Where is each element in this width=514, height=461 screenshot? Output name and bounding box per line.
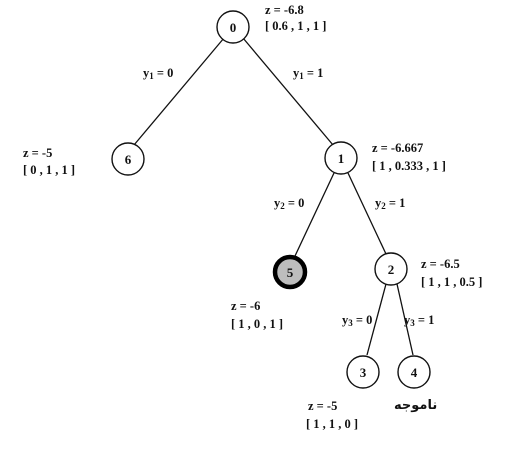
- edge-0-1: [242, 37, 334, 146]
- node-circle: [397, 355, 431, 389]
- node-5-solution: [ 1 , 0 , 1 ]: [231, 317, 284, 331]
- tree-node-1: 1: [324, 141, 358, 175]
- edge-var: y: [293, 66, 300, 80]
- edge-var: y: [143, 66, 150, 80]
- node-6-objective: z = -5: [23, 146, 53, 160]
- node-0-solution: [ 0.6 , 1 , 1 ]: [265, 19, 327, 33]
- edge-var-index: 1: [149, 71, 154, 81]
- edge-label-2-3: y3 = 0: [342, 314, 372, 328]
- edge-value: = 0: [287, 196, 305, 210]
- edge-label-0-1: y1 = 1: [293, 67, 323, 81]
- node-id: 3: [360, 365, 367, 380]
- edge-1-5: [294, 172, 335, 257]
- node-3-objective: z = -5: [308, 399, 338, 413]
- edge-var-index: 2: [280, 201, 285, 211]
- tree-node-6: 6: [111, 142, 145, 176]
- tree-node-5: 5: [272, 254, 308, 290]
- node-4-status: ناموجه: [394, 398, 438, 413]
- edge-var: y: [274, 196, 281, 210]
- edge-value: = 1: [417, 313, 435, 327]
- edge-2-4: [396, 283, 414, 356]
- node-2-solution: [ 1 , 1 , 0.5 ]: [421, 275, 483, 289]
- node-circle: [111, 142, 145, 176]
- node-5-objective: z = -6: [231, 299, 261, 313]
- edge-var: y: [404, 313, 411, 327]
- node-3-solution: [ 1 , 1 , 0 ]: [306, 417, 359, 431]
- edge-var-index: 1: [299, 71, 304, 81]
- node-id: 4: [411, 365, 418, 380]
- edge-var-index: 3: [410, 318, 415, 328]
- node-id: 2: [388, 262, 395, 277]
- edge-label-2-4: y3 = 1: [404, 314, 434, 328]
- node-circle: [216, 10, 250, 44]
- node-2-objective: z = -6.5: [421, 257, 460, 271]
- node-1-solution: [ 1 , 0.333 , 1 ]: [372, 159, 446, 173]
- edge-value: = 1: [306, 66, 324, 80]
- edge-0-6: [133, 37, 225, 146]
- node-circle: [346, 355, 380, 389]
- node-1-objective: z = -6.667: [372, 141, 424, 155]
- tree-node-2: 2: [374, 252, 408, 286]
- edge-var: y: [342, 313, 349, 327]
- edge-value: = 0: [355, 313, 373, 327]
- edge-label-1-5: y2 = 0: [274, 197, 304, 211]
- tree-node-4: 4: [397, 355, 431, 389]
- node-circle: [374, 252, 408, 286]
- node-circle: [324, 141, 358, 175]
- node-6-solution: [ 0 , 1 , 1 ]: [23, 163, 76, 177]
- node-id: 5: [287, 265, 294, 280]
- edge-var-index: 2: [381, 201, 386, 211]
- node-circle-highlighted: [272, 254, 308, 290]
- node-id: 1: [338, 151, 345, 166]
- edge-value: = 1: [388, 196, 406, 210]
- edge-label-1-2: y2 = 1: [375, 197, 405, 211]
- edge-value: = 0: [156, 66, 174, 80]
- edge-label-0-6: y1 = 0: [143, 67, 173, 81]
- edge-2-3: [366, 283, 387, 356]
- edges-layer: [133, 37, 414, 356]
- node-id: 6: [125, 152, 132, 167]
- edge-var-index: 3: [348, 318, 353, 328]
- edge-var: y: [375, 196, 382, 210]
- tree-node-3: 3: [346, 355, 380, 389]
- node-id: 0: [230, 20, 237, 35]
- node-0-objective: z = -6.8: [265, 3, 304, 17]
- edge-1-2: [347, 172, 387, 255]
- tree-node-0: 0: [216, 10, 250, 44]
